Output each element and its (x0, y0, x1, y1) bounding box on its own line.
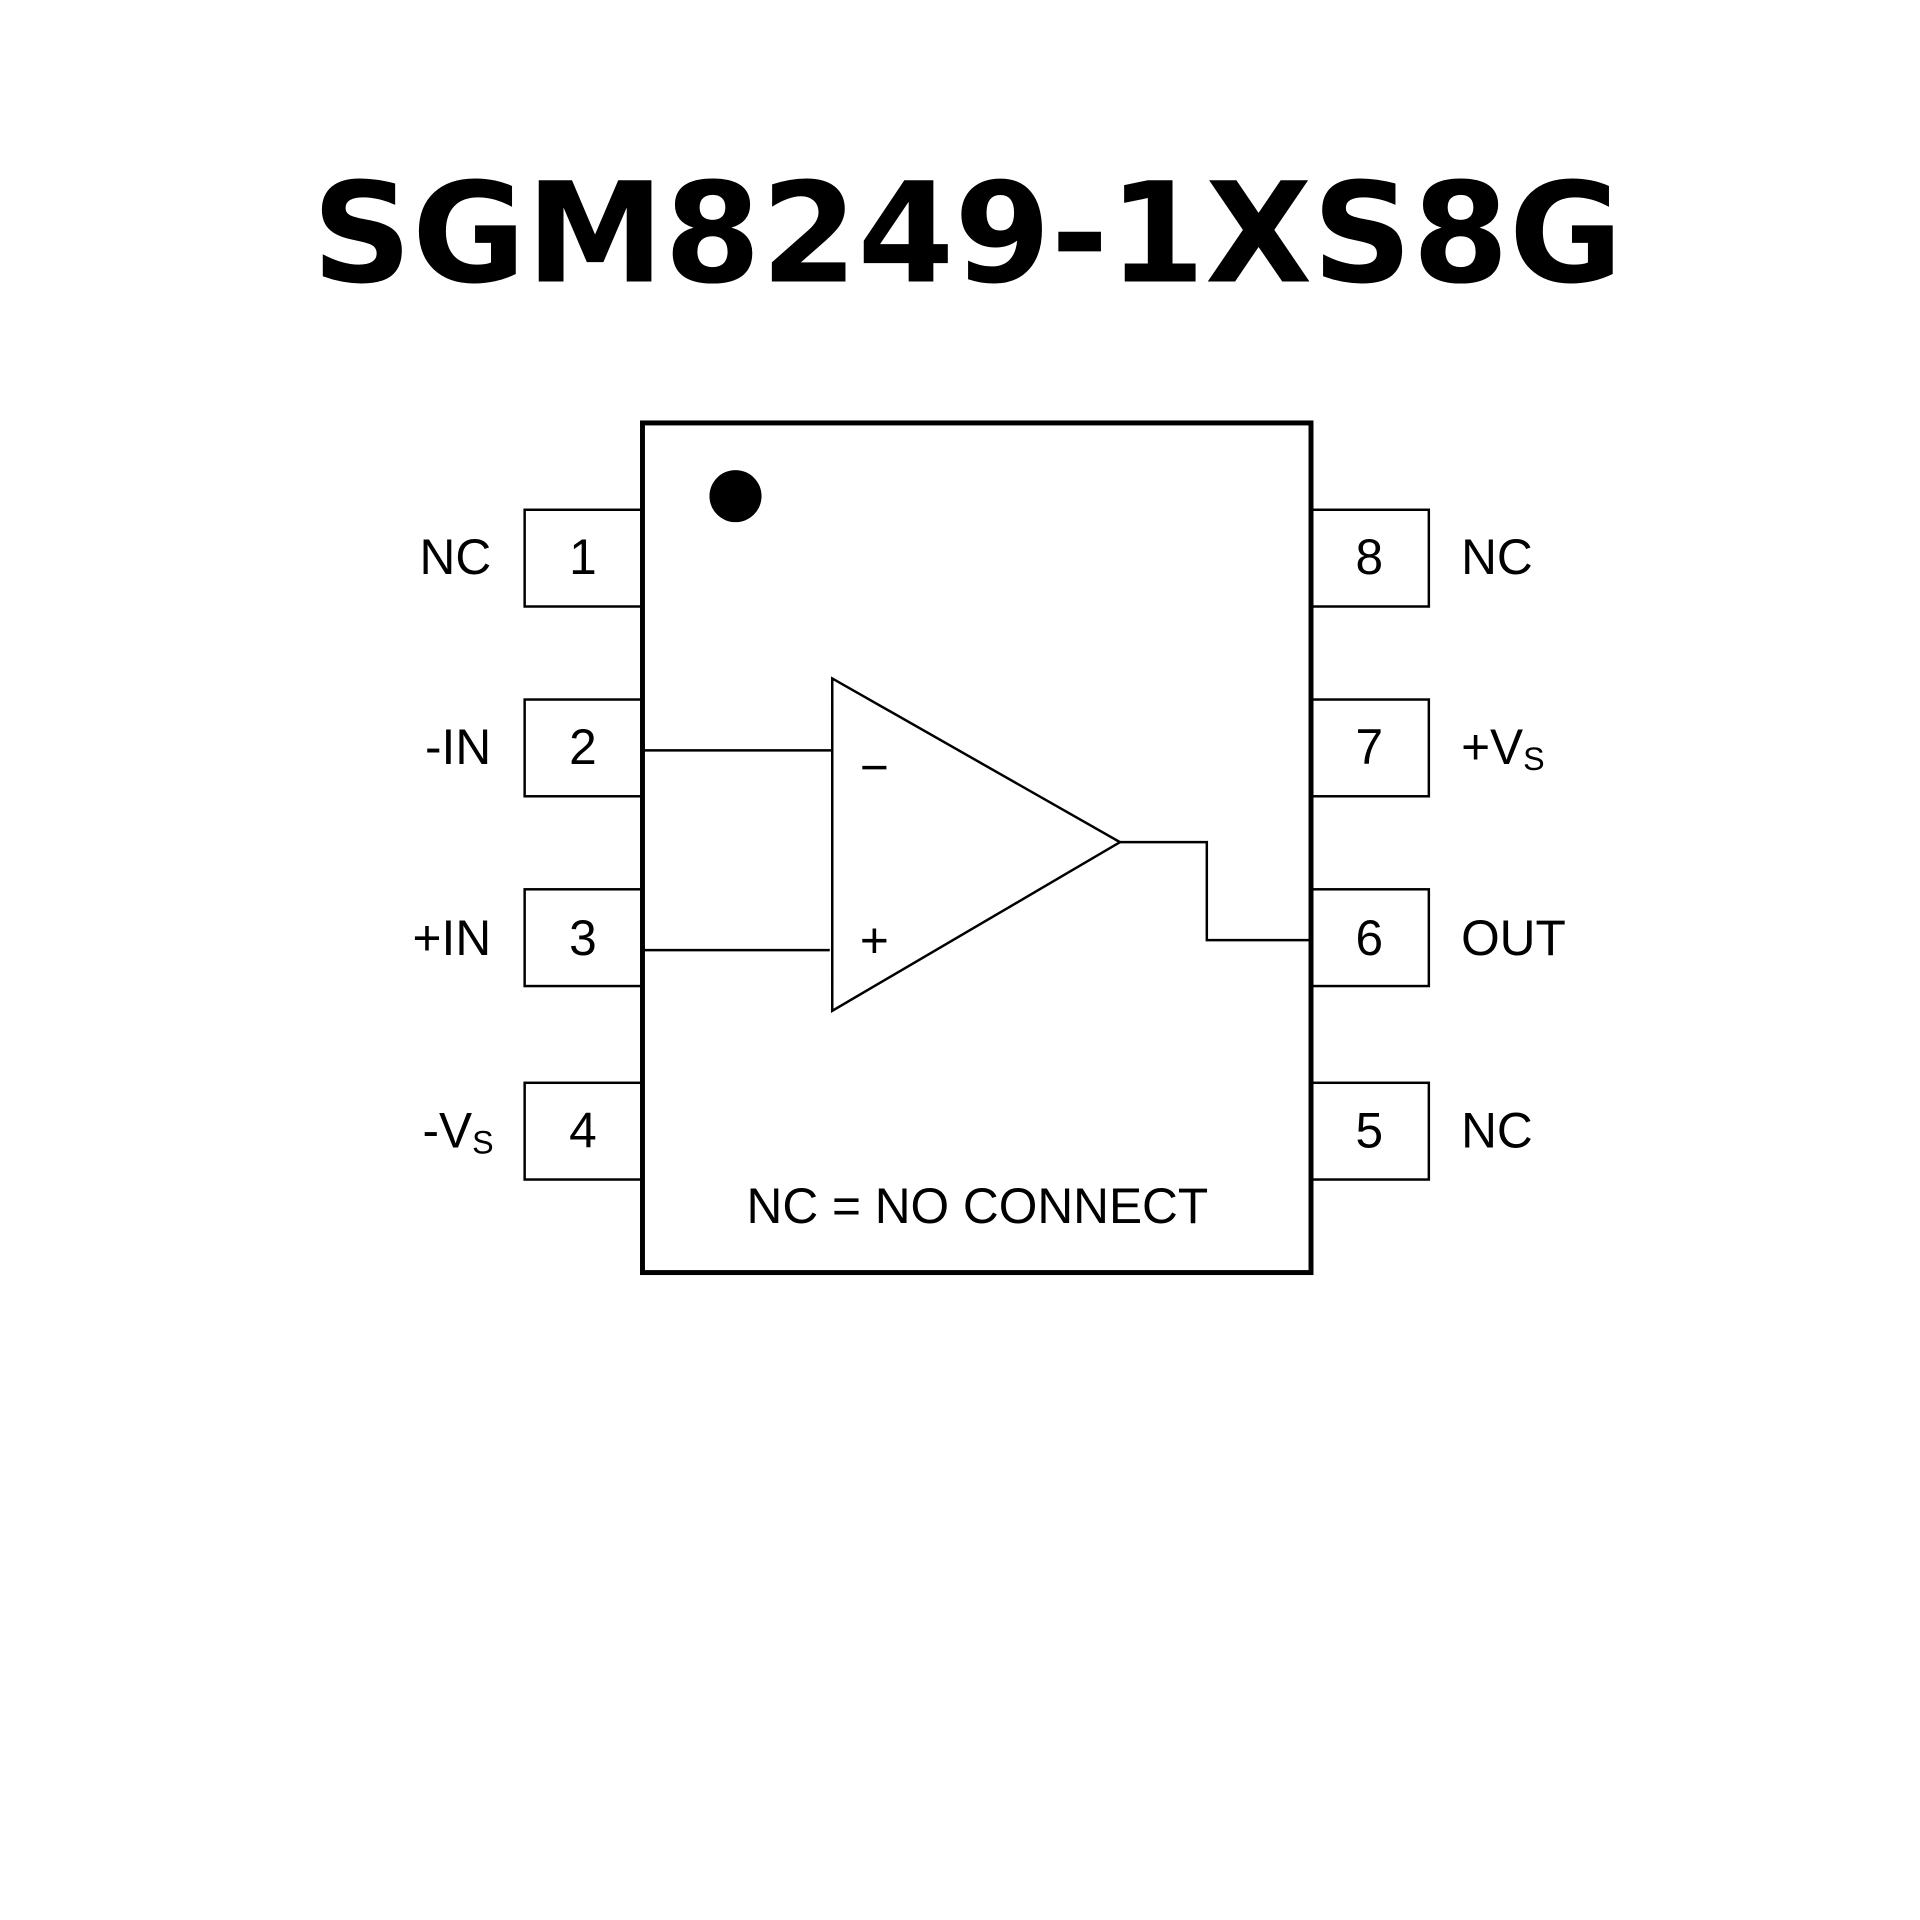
pin-number: 1 (569, 529, 597, 585)
pin-number: 2 (569, 719, 597, 775)
pin-5: 5 NC (1311, 1081, 1533, 1181)
pin-6: 6 OUT (1311, 888, 1566, 988)
pin-name: OUT (1461, 910, 1566, 966)
pins-right: 8 NC 7 +VS 6 OUT 5 NC (1311, 508, 1566, 1181)
pin-name: -IN (425, 719, 491, 775)
pin-name: NC (1461, 1102, 1533, 1158)
pin-1: 1 NC (420, 508, 643, 608)
nc-legend: NC = NO CONNECT (747, 1178, 1209, 1234)
opamp-symbol: − + (831, 676, 1123, 1014)
pin-name: +IN (413, 910, 492, 966)
pin-number: 7 (1356, 719, 1384, 775)
pin-number: 3 (569, 910, 597, 966)
pin-name: -VS (423, 1102, 494, 1160)
pin-number: 5 (1356, 1102, 1384, 1158)
pin-2: 2 -IN (425, 698, 643, 798)
pin1-marker-dot (709, 470, 762, 523)
pin-7: 7 +VS (1311, 698, 1545, 798)
pin-name: NC (1461, 529, 1533, 585)
pins-left: 1 NC 2 -IN 3 +IN 4 -VS (413, 508, 643, 1181)
pin-8: 8 NC (1311, 508, 1533, 608)
pin-number: 8 (1356, 529, 1384, 585)
pin-name: +VS (1461, 719, 1545, 777)
pin-name: NC (420, 529, 492, 585)
pin-4: 4 -VS (423, 1081, 643, 1181)
noninverting-input-sign: + (860, 913, 889, 969)
pin-3: 3 +IN (413, 888, 643, 988)
inverting-input-sign: − (860, 739, 889, 795)
chip-body (640, 420, 1314, 1276)
chip-title: SGM8249-1XS8G (312, 153, 1623, 315)
pin-number: 4 (569, 1102, 597, 1158)
wire-output (1120, 840, 1309, 942)
pin-number: 6 (1356, 910, 1384, 966)
